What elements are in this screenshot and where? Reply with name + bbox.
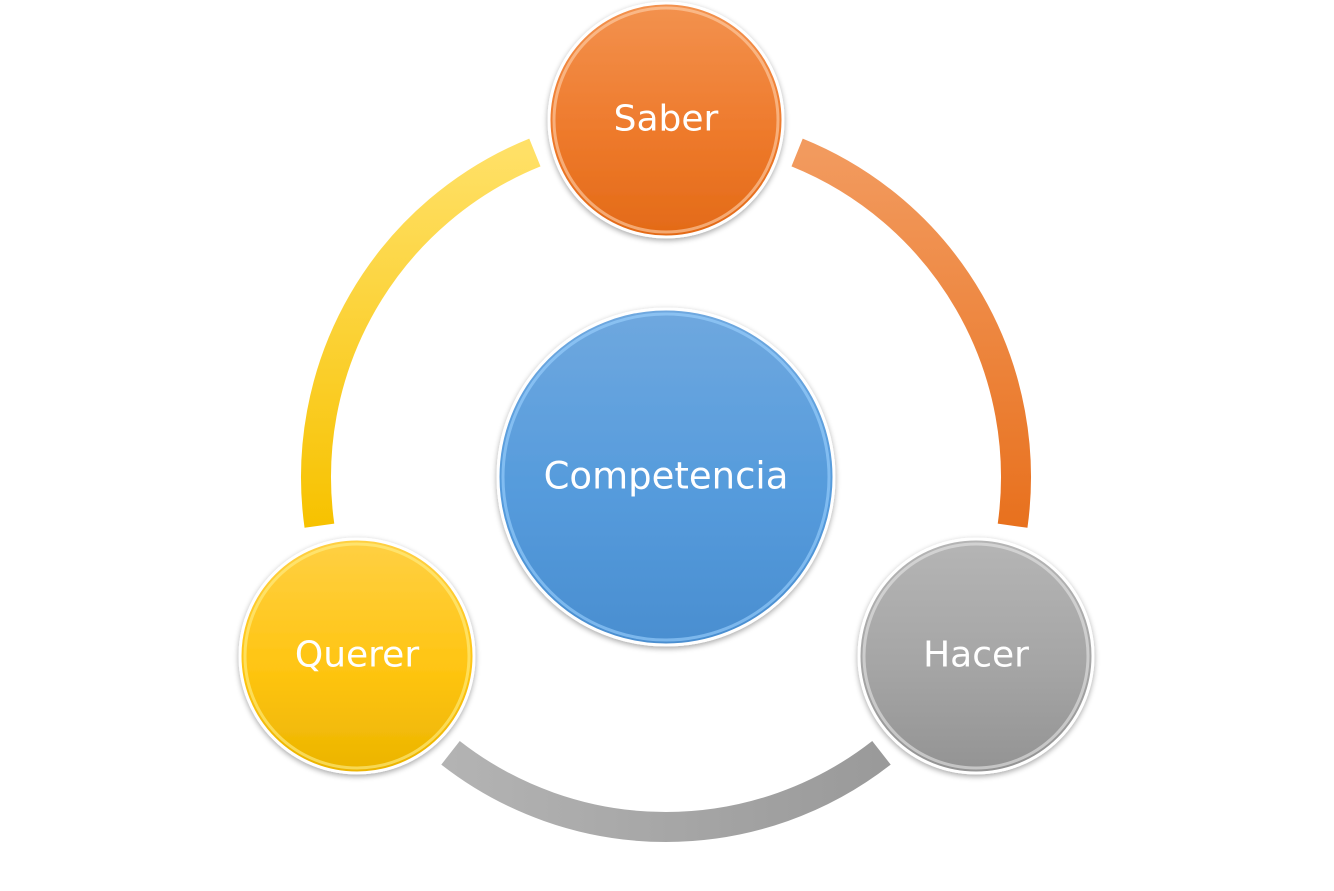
center-sphere: [496, 307, 836, 647]
arc-saber-to-hacer: [791, 138, 1031, 528]
node-saber-rim: [552, 6, 780, 234]
node-hacer-sphere: [857, 537, 1095, 775]
node-querer-rim: [243, 542, 471, 770]
node-hacer: Hacer: [857, 537, 1095, 775]
arc-hacer-to-querer: [441, 740, 891, 842]
node-saber: Saber: [547, 1, 785, 239]
center-label: Competencia: [544, 455, 789, 498]
center-node-competencia: Competencia: [496, 307, 836, 647]
node-saber-label: Saber: [614, 99, 719, 140]
node-hacer-rim: [862, 542, 1090, 770]
node-hacer-label: Hacer: [923, 635, 1029, 676]
node-querer-label: Querer: [295, 635, 419, 676]
node-querer-sphere: [238, 537, 476, 775]
node-saber-sphere: [547, 1, 785, 239]
center-sphere-rim: [501, 312, 831, 642]
ring-arcs: [301, 138, 1031, 842]
arc-querer-to-saber: [301, 138, 541, 528]
node-querer: Querer: [238, 537, 476, 775]
